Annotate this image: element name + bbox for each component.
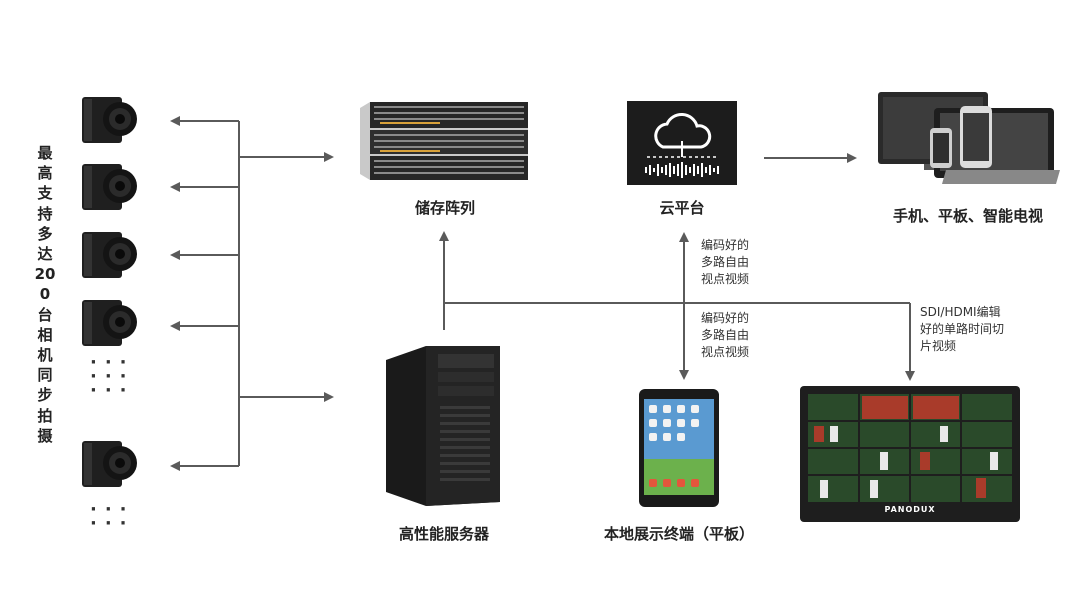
camera-count-caption: 最高支持多达200台相机同步拍摄	[34, 144, 56, 445]
cloud-link-note: 编码好的 多路自由 视点视频	[701, 238, 750, 286]
devices-icon	[878, 92, 1060, 184]
tablet-icon	[639, 389, 719, 507]
more-cameras-dots: ··· ··· ···	[90, 352, 135, 401]
cloud-platform-box	[627, 101, 737, 185]
tablet-link-note: 编码好的 多路自由 视点视频	[701, 311, 750, 359]
dots-icon: ···	[90, 366, 135, 387]
monitor-brand: PANODUX	[884, 505, 936, 514]
server-tower-icon	[386, 346, 500, 506]
monitor-icon: PANODUX	[800, 386, 1020, 522]
storage-label: 储存阵列	[414, 199, 475, 217]
camera-icon	[82, 164, 137, 210]
dots-icon: ···	[90, 499, 135, 520]
tablet-label: 本地展示终端（平板）	[603, 525, 754, 543]
camera-icon	[82, 300, 137, 346]
monitor-link-note: SDI/HDMI编辑 好的单路时间切 片视频	[920, 305, 1005, 353]
monitor-grid	[808, 394, 1012, 502]
devices-label: 手机、平板、智能电视	[892, 207, 1043, 225]
cloud-icon	[645, 113, 719, 178]
server-label: 高性能服务器	[398, 525, 489, 543]
camera-icon	[82, 97, 137, 143]
dots-icon: ···	[90, 352, 135, 373]
dots-icon: ···	[90, 380, 135, 401]
storage-array-icon	[360, 102, 528, 180]
more-cameras-dots: ··· ···	[90, 499, 135, 534]
dots-icon: ···	[90, 513, 135, 534]
cloud-label: 云平台	[659, 199, 705, 217]
camera-icon	[82, 232, 137, 278]
camera-icon	[82, 441, 137, 487]
